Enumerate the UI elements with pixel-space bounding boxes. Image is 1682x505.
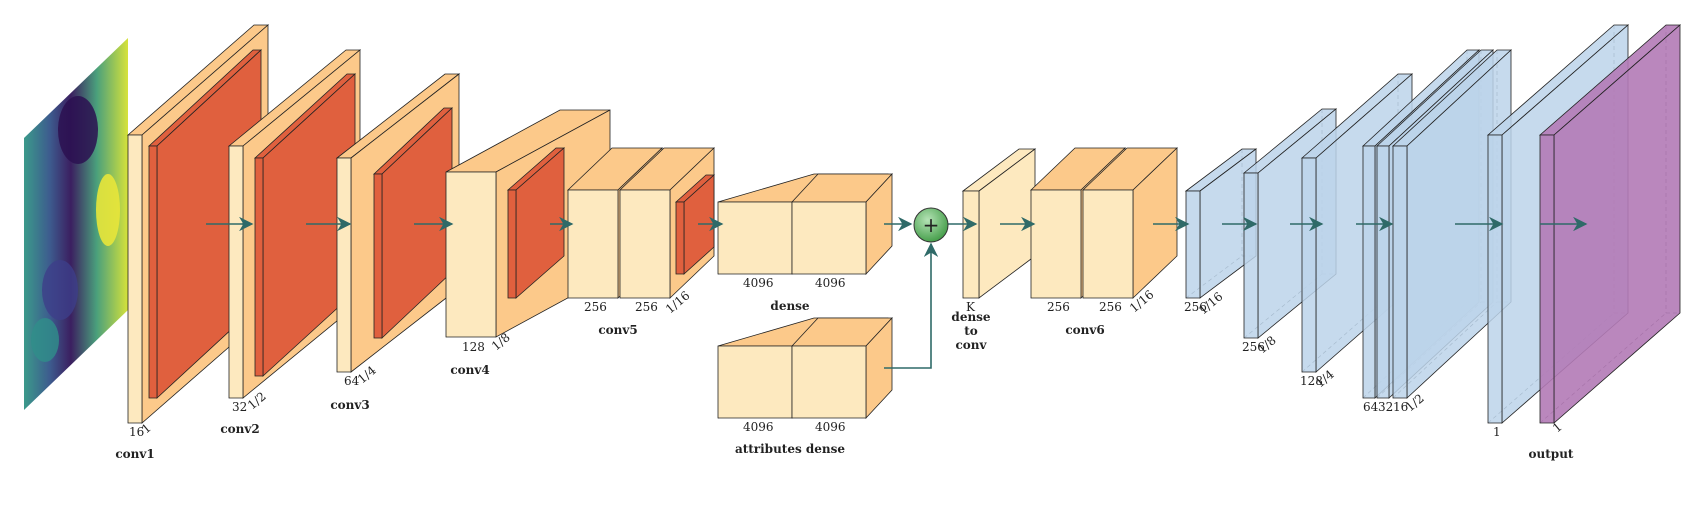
conv3-block-relu-front	[373, 173, 383, 339]
dense-to-conv-title-line3: conv	[955, 338, 987, 352]
conv6-dim-b: 256	[1099, 300, 1122, 314]
attributes-dense-dim-a: 4096	[743, 420, 774, 434]
output-block-front	[1539, 134, 1555, 424]
conv4-block-front	[445, 171, 497, 338]
output-block	[1538, 24, 1682, 424]
dense-to-conv-title-line2: to	[964, 324, 978, 338]
conv1-dim: 16	[129, 425, 144, 439]
output-title: output	[1529, 447, 1574, 461]
conv6-cube-b	[1082, 147, 1178, 299]
labels: 16 1 conv1 32 1/2 conv2 64 1/4 conv3 128…	[115, 276, 1574, 461]
attributes-dense-cube-b	[791, 316, 893, 420]
up1-dim: 256	[1184, 300, 1207, 314]
attributes-dense-cube-a-front	[717, 345, 793, 419]
conv4-dim: 128	[462, 340, 485, 354]
up4-dim-3: 16	[1393, 400, 1408, 414]
attributes-dense-cube-b-front	[791, 345, 867, 419]
conv4-relu-front	[507, 189, 517, 299]
dense-cube-b	[791, 172, 893, 276]
up4-block-32-front	[1376, 145, 1390, 399]
conv6-cube-a-front	[1030, 189, 1082, 299]
conv5-title: conv5	[598, 323, 637, 337]
conv6-title: conv6	[1065, 323, 1104, 337]
dense-dim-a: 4096	[743, 276, 774, 290]
dense-cube-b-front	[791, 201, 867, 275]
conv3-block-relu	[372, 107, 454, 339]
up4-dim-1: 64	[1363, 400, 1379, 414]
conv1-block-relu-front	[148, 145, 158, 399]
dense-to-conv-title-line1: dense	[951, 310, 991, 324]
conv4-relu	[506, 147, 566, 299]
conv5-relu-front	[675, 201, 685, 275]
conv5-cube-a-front	[567, 189, 619, 299]
arrow-attributes-merge	[884, 242, 939, 369]
dense-dim-b: 4096	[815, 276, 846, 290]
up4-dim-2: 32	[1378, 400, 1393, 414]
merge-plus-symbol: +	[923, 213, 940, 237]
conv1-block-front	[127, 134, 143, 424]
conv6-dim-a: 256	[1047, 300, 1070, 314]
up5-block-front	[1487, 134, 1503, 424]
conv2-dim: 32	[232, 400, 247, 414]
up4-block-64-front	[1362, 145, 1376, 399]
up2-dim: 256	[1242, 340, 1265, 354]
conv5-dim-b: 256	[635, 300, 658, 314]
conv2-block-relu-front	[254, 157, 264, 377]
conv3-block-front	[336, 157, 352, 373]
dense-to-conv-block-front	[962, 190, 980, 299]
up3-dim: 128	[1300, 374, 1323, 388]
conv5-dim-a: 256	[584, 300, 607, 314]
conv5-cube-b-front	[619, 189, 671, 299]
dense-cube-a-front	[717, 201, 793, 275]
conv5-relu	[674, 174, 716, 275]
flow-arrows	[206, 216, 1588, 369]
conv1-title: conv1	[115, 447, 154, 461]
up2-block-front	[1243, 172, 1259, 339]
attributes-dense-title: attributes dense	[735, 442, 845, 456]
conv3-title: conv3	[330, 398, 369, 412]
output-scale: 1	[1550, 420, 1565, 436]
up4-block-16-front	[1392, 145, 1408, 399]
conv2-block-relu	[253, 73, 357, 377]
dense-to-conv-dim: K	[966, 300, 976, 314]
attributes-dense-dim-b: 4096	[815, 420, 846, 434]
merge-node: +	[913, 207, 949, 243]
up5-dim: 1	[1493, 425, 1501, 439]
conv3-dim: 64	[344, 374, 360, 388]
up3-block-front	[1301, 157, 1317, 373]
dense-title: dense	[770, 299, 810, 313]
conv6-cube-b-front	[1082, 189, 1134, 299]
conv4-title: conv4	[450, 363, 489, 377]
conv2-block-front	[228, 145, 244, 399]
conv2-title: conv2	[220, 422, 259, 436]
input-image	[24, 38, 128, 410]
up1-block-front	[1185, 190, 1201, 299]
